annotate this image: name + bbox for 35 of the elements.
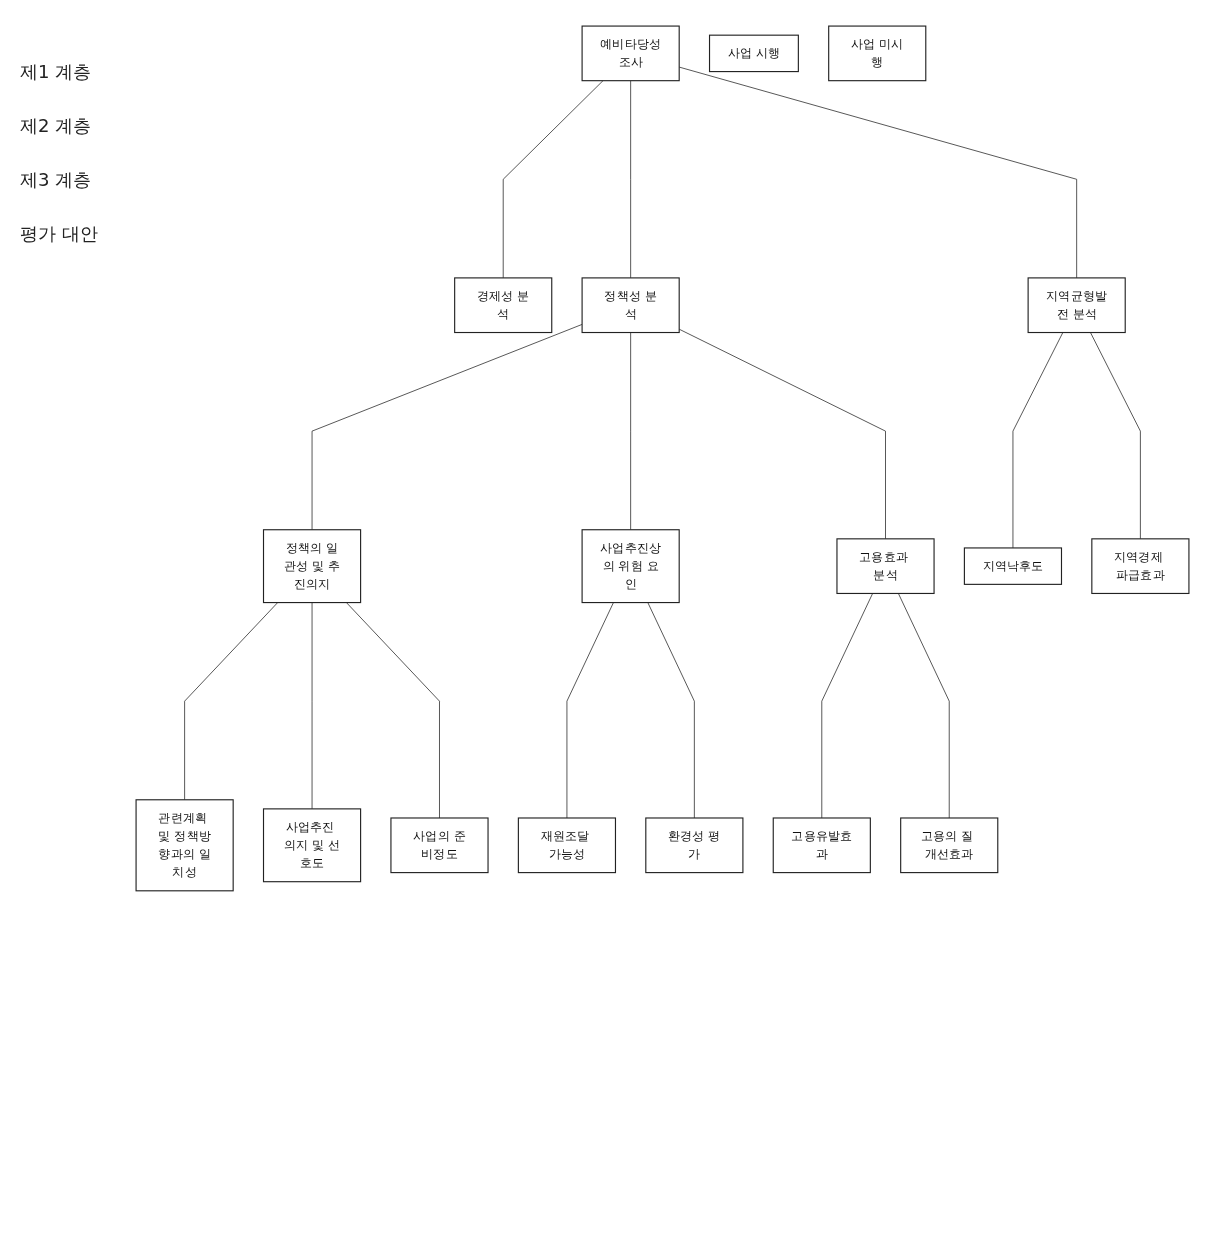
node-box: 사업 미시행 [828, 25, 927, 82]
node-box: 사업 시행 [708, 34, 799, 73]
connector [647, 602, 695, 819]
connector [1090, 332, 1141, 540]
connector [311, 324, 583, 531]
connector [1012, 332, 1064, 549]
node-box: 지역균형발전 분석 [1027, 277, 1126, 334]
node-box: 환경성 평가 [645, 817, 744, 874]
connector [502, 80, 604, 279]
node-box: 재원조달 가능성 [517, 817, 617, 874]
connector [346, 602, 440, 819]
level-label: 제1 계층 [20, 60, 93, 84]
node-box: 정책성 분석 [581, 277, 680, 334]
level-label: 제3 계층 [20, 168, 93, 192]
node-box: 지역경제 파급효과 [1091, 538, 1190, 595]
node-box: 사업추진상의 위험 요인 [581, 529, 680, 604]
connector [630, 80, 631, 279]
node-box: 정책의 일관성 및 추진의지 [262, 529, 362, 604]
connector [630, 332, 631, 531]
connector [184, 602, 279, 801]
node-box: 고용의 질 개선효과 [900, 817, 999, 874]
node-box: 지역낙후도 [963, 547, 1063, 585]
node-box: 경제성 분석 [454, 277, 553, 334]
node-box: 사업의 준비정도 [390, 817, 489, 874]
connector [821, 593, 873, 819]
level-label: 평가 대안 [20, 222, 99, 246]
node-box: 고용효과 분석 [836, 538, 935, 595]
connector [898, 593, 950, 819]
connector [566, 602, 614, 819]
node-box: 고용유발효과 [772, 817, 871, 874]
node-box: 예비타당성조사 [581, 25, 680, 82]
node-box: 관련계획 및 정책방향과의 일치성 [135, 799, 234, 892]
level-label: 제2 계층 [20, 114, 93, 138]
node-box: 사업추진 의지 및 선호도 [262, 808, 362, 883]
connector [311, 602, 313, 810]
